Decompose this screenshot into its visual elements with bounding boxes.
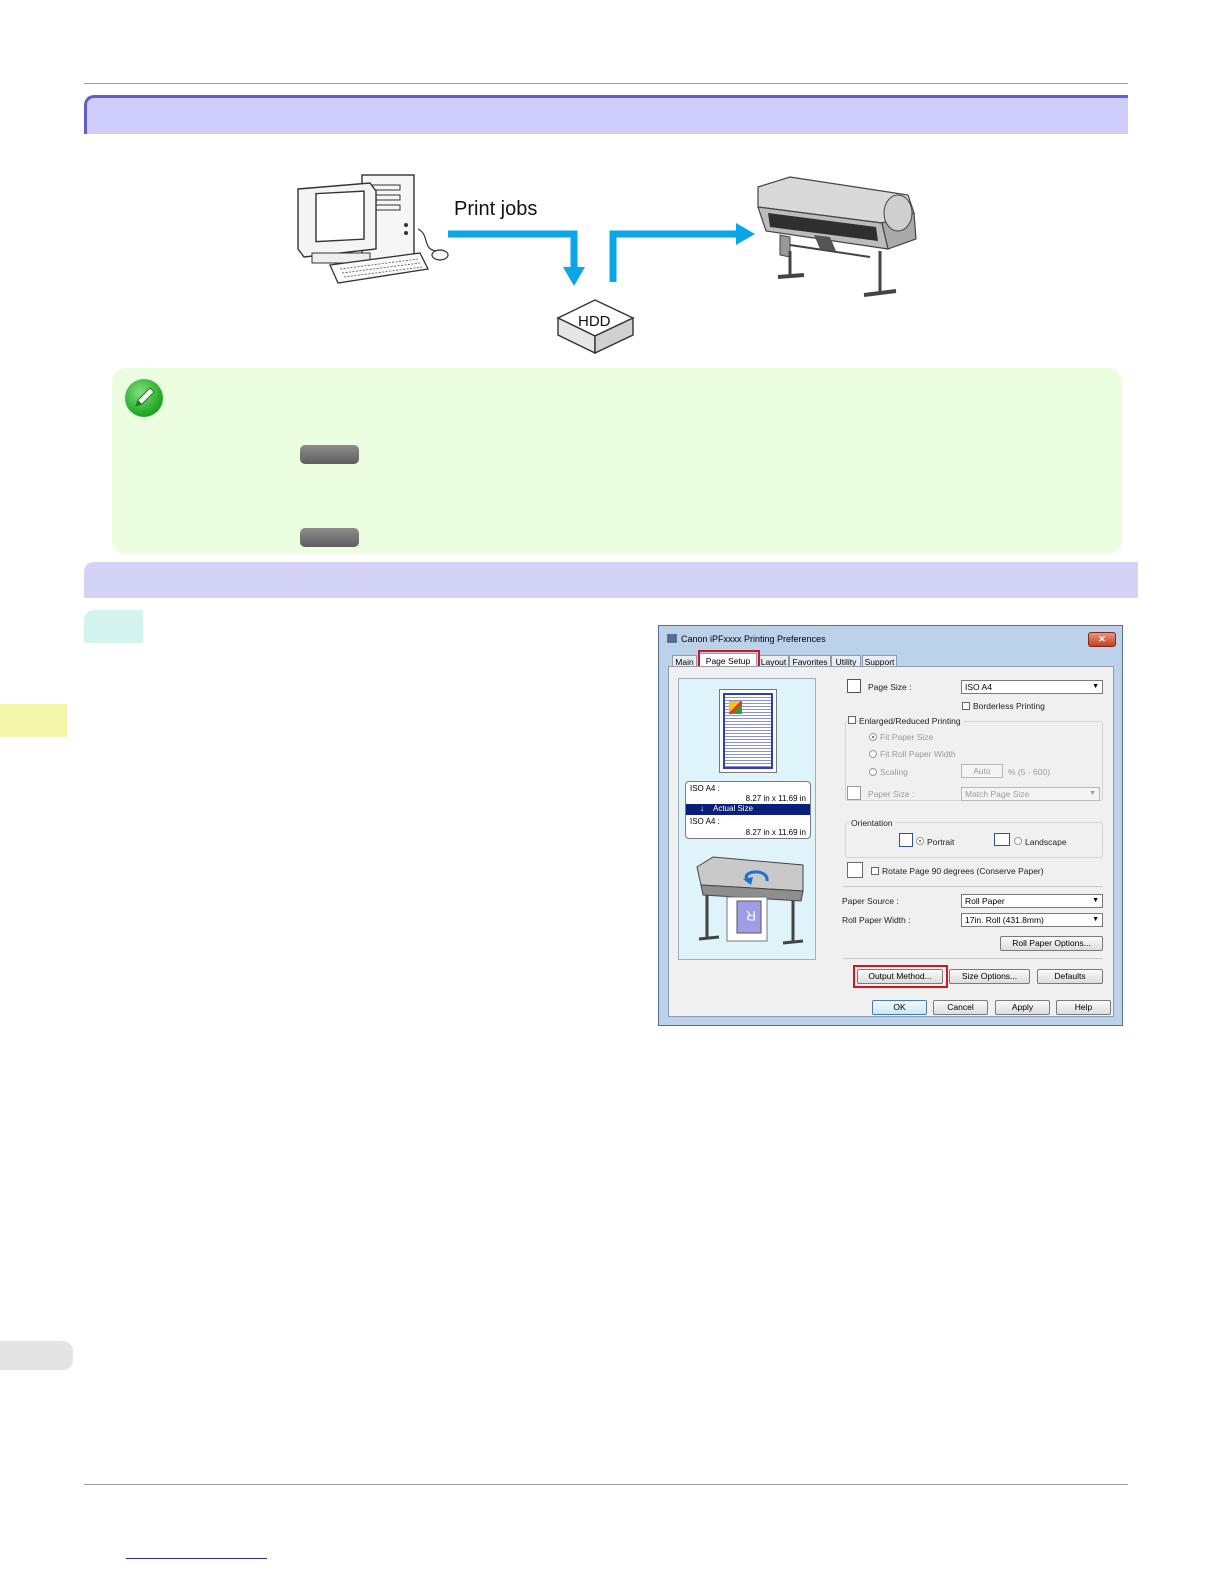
paper-size-label: Paper Size :	[868, 789, 915, 799]
paper-source-value: Roll Paper	[965, 896, 1005, 906]
down-arrow-icon: ↓	[700, 804, 704, 813]
orientation-label: Orientation	[849, 818, 895, 828]
scaling-stepper[interactable]: Auto	[961, 764, 1003, 778]
scaling-value: Auto	[973, 766, 991, 776]
printer-icon	[667, 634, 677, 643]
paper-size-icon	[847, 786, 861, 800]
paper-thumbnail	[719, 689, 777, 773]
computer-icon	[297, 174, 449, 284]
subsection-header-bar	[84, 562, 1138, 598]
note-box	[112, 368, 1122, 554]
orientation-group	[845, 822, 1103, 858]
tab-support[interactable]: Support	[862, 655, 897, 668]
portrait-icon	[899, 833, 913, 847]
portrait-label: Portrait	[927, 837, 955, 847]
large-format-printer-icon	[757, 176, 917, 297]
separator	[843, 886, 1103, 887]
page-size-value: ISO A4	[965, 682, 992, 692]
scaling-range: % (5 - 600)	[1008, 767, 1051, 777]
hdd-label: HDD	[578, 313, 611, 330]
landscape-label: Landscape	[1025, 837, 1067, 847]
printer-illustration-icon: R	[696, 856, 804, 945]
bottom-rule	[84, 1484, 1128, 1485]
cancel-button[interactable]: Cancel	[933, 1000, 988, 1015]
paper-size-select[interactable]: Match Page Size ▼	[961, 787, 1100, 801]
roll-width-label: Roll Paper Width :	[842, 915, 911, 925]
portrait-radio[interactable]	[916, 837, 924, 845]
paper-size-value: Match Page Size	[965, 789, 1030, 799]
note-pencil-icon	[125, 379, 163, 417]
roll-width-value: 17in. Roll (431.8mm)	[965, 915, 1044, 925]
fit-paper-size-label: Fit Paper Size	[880, 732, 934, 742]
page-size-select[interactable]: ISO A4 ▼	[961, 680, 1103, 694]
dropdown-arrow-icon: ▼	[1092, 897, 1099, 904]
pencil-icon	[135, 387, 155, 407]
ok-button[interactable]: OK	[872, 1000, 927, 1015]
reference-link-button[interactable]	[300, 445, 359, 464]
rotate-page-icon	[847, 862, 863, 878]
arrow-to-printer	[609, 230, 738, 282]
roll-paper-options-button[interactable]: Roll Paper Options...	[1000, 936, 1103, 951]
paper-source-select[interactable]: Roll Paper ▼	[961, 894, 1103, 908]
borderless-checkbox[interactable]	[962, 702, 970, 710]
defaults-button[interactable]: Defaults	[1037, 969, 1103, 984]
hdd-icon	[556, 299, 635, 355]
rotate-page-checkbox[interactable]	[871, 867, 879, 875]
page-size-icon	[847, 679, 861, 693]
size-options-button[interactable]: Size Options...	[949, 969, 1030, 984]
apply-button[interactable]: Apply	[995, 1000, 1050, 1015]
info-line-2: 8.27 in x 11.69 in	[745, 794, 806, 803]
scaling-radio[interactable]	[869, 768, 877, 776]
rotate-page-label: Rotate Page 90 degrees (Conserve Paper)	[882, 866, 1044, 876]
fit-roll-width-radio[interactable]	[869, 750, 877, 758]
image-chip-icon	[729, 701, 742, 714]
info-selected-row: ↓ Actual Size	[686, 804, 810, 815]
scaling-label: Scaling	[880, 767, 908, 777]
enlarged-reduced-label: Enlarged/Reduced Printing	[859, 716, 963, 726]
separator	[843, 958, 1103, 959]
enlarged-reduced-checkbox[interactable]	[848, 716, 856, 724]
print-jobs-label: Print jobs	[454, 198, 537, 220]
dialog-title: Canon iPFxxxx Printing Preferences	[681, 634, 826, 644]
printing-preferences-dialog: Canon iPFxxxx Printing Preferences ✕ Mai…	[658, 625, 1123, 1026]
info-selected: Actual Size	[713, 804, 754, 813]
chapter-side-tab	[0, 704, 67, 737]
tab-main[interactable]: Main	[672, 655, 697, 668]
landscape-icon	[994, 833, 1010, 846]
section-header-bar	[84, 95, 1128, 134]
paper-source-label: Paper Source :	[842, 896, 899, 906]
dropdown-arrow-icon: ▼	[1089, 790, 1096, 797]
info-line-4: 8.27 in x 11.69 in	[745, 828, 806, 837]
fit-paper-size-radio[interactable]	[869, 733, 877, 741]
fit-roll-width-label: Fit Roll Paper Width	[880, 749, 956, 759]
help-button[interactable]: Help	[1056, 1000, 1111, 1015]
svg-text:R: R	[746, 908, 756, 924]
print-jobs-diagram: Print jobs HDD	[297, 174, 917, 355]
page-preview-pane: ISO A4 : 8.27 in x 11.69 in ↓ Actual Siz…	[678, 678, 816, 960]
arrow-to-hdd	[448, 230, 578, 269]
reference-link-button[interactable]	[300, 528, 359, 547]
tab-favorites[interactable]: Favorites	[789, 655, 831, 668]
paper-info-box: ISO A4 : 8.27 in x 11.69 in ↓ Actual Siz…	[685, 781, 811, 839]
dropdown-arrow-icon: ▼	[1092, 916, 1099, 923]
output-method-button[interactable]: Output Method...	[857, 969, 943, 984]
info-line-3: ISO A4 :	[690, 817, 720, 826]
output-method-highlight	[853, 965, 948, 988]
top-rule	[84, 83, 1128, 84]
page-number-tab	[0, 1341, 73, 1370]
landscape-radio[interactable]	[1014, 837, 1022, 845]
roll-width-select[interactable]: 17in. Roll (431.8mm) ▼	[961, 913, 1103, 927]
close-button[interactable]: ✕	[1088, 632, 1116, 647]
borderless-label: Borderless Printing	[973, 701, 1045, 711]
dropdown-arrow-icon: ▼	[1092, 683, 1099, 690]
step-number-tab	[84, 610, 143, 643]
tab-utility[interactable]: Utility	[831, 655, 861, 668]
page-size-label: Page Size :	[868, 682, 912, 692]
info-line-1: ISO A4 :	[690, 784, 720, 793]
footer-link-underline[interactable]	[126, 1558, 267, 1559]
